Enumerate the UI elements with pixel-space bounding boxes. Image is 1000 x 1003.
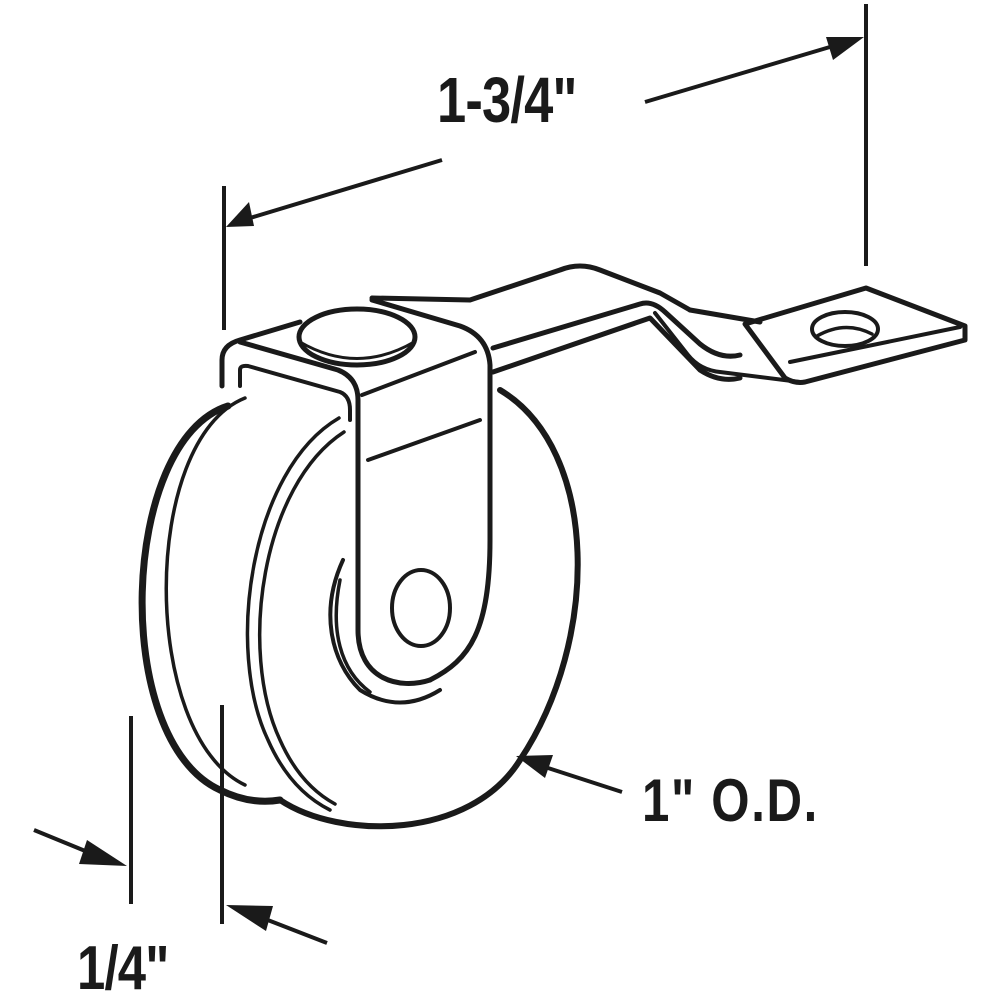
rivet-head	[296, 306, 418, 368]
mounting-hole-icon	[810, 310, 880, 348]
dimension-line-right	[644, 42, 841, 104]
fork-bracket	[219, 297, 493, 705]
leader-line-od	[547, 766, 623, 794]
dimension-outer-diameter	[516, 755, 623, 794]
dimension-line-width-right	[259, 915, 328, 945]
dimension-label-outer-diameter: 1" O.D.	[642, 767, 819, 834]
dimension-label-wheel-width: 1/4"	[77, 934, 169, 1003]
dimension-overall-length	[222, 4, 868, 330]
axle-hole-icon	[390, 568, 452, 648]
arrowhead-width-left-icon	[79, 840, 127, 866]
arrowhead-width-right-icon	[226, 905, 273, 931]
dimension-line-left	[249, 158, 443, 220]
arrowhead-left-icon	[226, 202, 254, 227]
dimension-label-overall-length: 1-3/4"	[437, 64, 577, 136]
arrowhead-od-icon	[516, 755, 553, 778]
mounting-tab	[742, 285, 968, 385]
arrowhead-right-icon	[826, 37, 864, 60]
dimension-wheel-width	[33, 705, 328, 945]
mounting-arm	[369, 263, 802, 384]
roller-wheel	[138, 387, 581, 830]
